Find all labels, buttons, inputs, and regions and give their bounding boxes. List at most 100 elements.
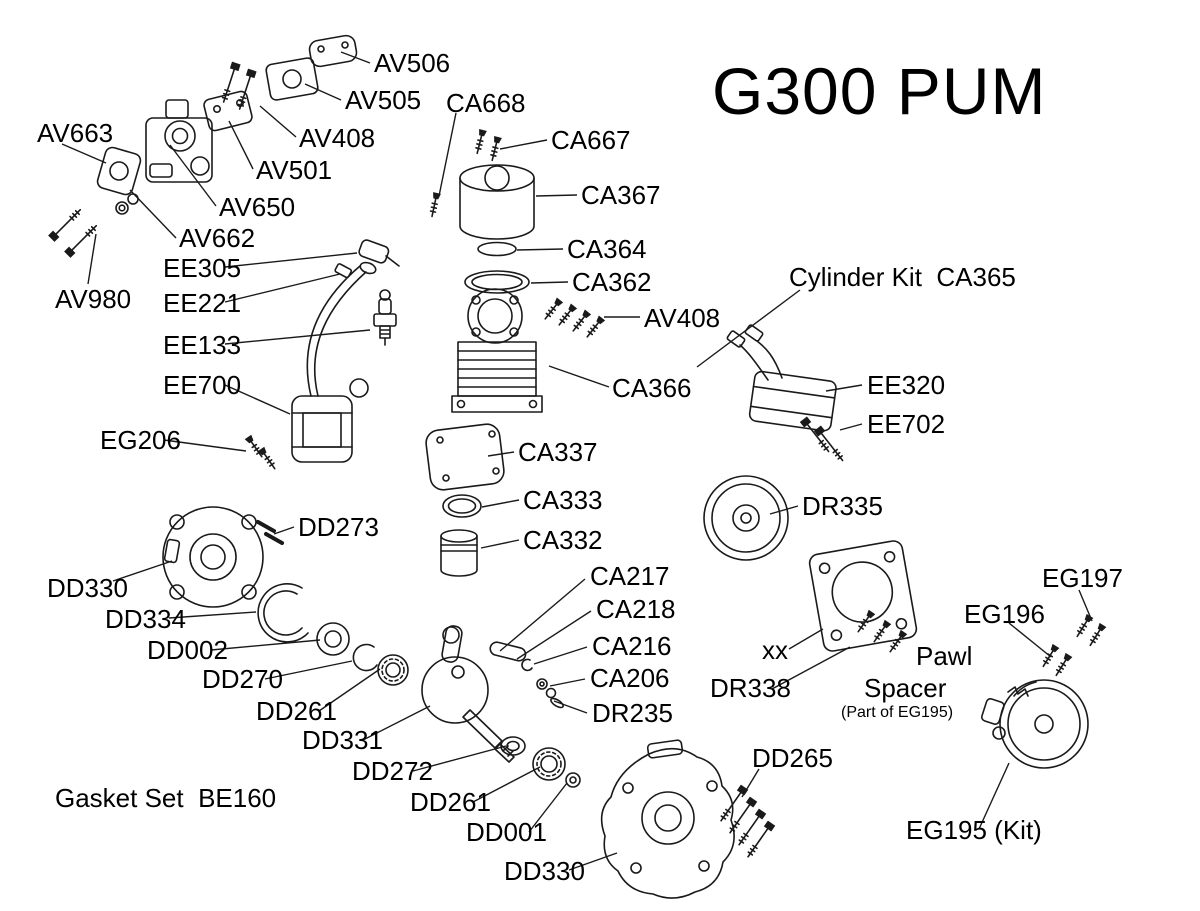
leader-line [318,668,381,712]
leader-line [530,281,569,284]
leader-line [87,233,97,285]
part-label-ca218: CA218 [596,594,676,624]
part-label-cylinder-kit-ca365: Cylinder Kit CA365 [789,262,1016,292]
part-label-eg196: EG196 [964,599,1045,629]
leader-line [228,120,254,170]
part-label-ca206: CA206 [590,663,670,693]
page-title: G300 PUM [712,54,1047,128]
cylinder-art [451,288,606,413]
leader-line [224,384,291,415]
leader-line [516,248,564,251]
part-label-av662: AV662 [179,223,256,253]
leader-line [472,766,541,803]
leader-line [769,505,799,515]
piston-art [440,529,478,577]
backplate-art [808,540,918,655]
part-label-dd272: DD272 [352,756,433,786]
air-filter-art [427,128,535,240]
part-label-ca667: CA667 [551,125,631,155]
part-label-av650: AV650 [219,192,296,222]
part-label-xx: xx [762,635,788,665]
part-label-dr335: DR335 [802,491,883,521]
part-label-part-of-eg195: (Part of EG195) [841,704,954,721]
leader-line [499,139,548,150]
part-label-ca333: CA333 [523,485,603,515]
part-label-dd273: DD273 [298,512,379,542]
part-label-av663: AV663 [37,118,114,148]
crankcase-left-art [162,506,264,608]
leader-line [533,646,588,665]
leader-line [112,560,173,582]
leader-line [210,639,321,651]
leader-line [499,578,586,652]
dowel-pins-art [256,520,284,545]
ignition-coil-left-art [243,265,369,472]
part-label-ee221: EE221 [163,288,242,318]
leader-line [741,768,760,798]
part-label-av506: AV506 [374,48,451,78]
part-label-av505: AV505 [345,85,422,115]
part-label-gasket-set-be160: Gasket Set BE160 [55,783,277,813]
leader-line [273,526,295,535]
leader-line [568,852,618,871]
pin-dd001-art [565,772,581,788]
leader-line [362,705,431,741]
crankcase-bottom-art [600,739,735,899]
washer-dd272-art [500,736,526,756]
starter-pawl-kit-art [980,679,1089,769]
part-label-ca216: CA216 [592,631,672,661]
leader-line [168,611,257,619]
part-label-ca217: CA217 [590,561,670,591]
part-label-dd002: DD002 [147,635,228,665]
part-label-spacer: Spacer [864,673,947,703]
leader-line [61,143,107,164]
part-label-dd334: DD334 [105,604,186,634]
leader-line [549,678,586,687]
leader-line [825,384,863,392]
leader-line [487,451,515,457]
leader-line [480,539,520,549]
piston-ring-art [442,494,482,518]
leader-line [340,51,371,64]
leader-line [224,329,371,345]
part-label-av408: AV408 [644,303,721,333]
leader-line [224,252,358,268]
leader-line [516,610,592,660]
leader-line [1008,622,1052,658]
leader-line [696,289,801,368]
ignition-coil-right-art [726,324,847,465]
part-label-ca337: CA337 [518,437,598,467]
part-label-av408: AV408 [299,123,376,153]
part-label-dr235: DR235 [592,698,673,728]
part-label-dr338: DR338 [710,673,791,703]
leader-line [481,499,520,508]
cylinder-gasket-art [425,423,505,491]
part-label-ee320: EE320 [867,370,946,400]
part-label-ca366: CA366 [612,373,692,403]
part-label-dd265: DD265 [752,743,833,773]
leader-line [259,105,297,138]
part-label-dd261: DD261 [256,696,337,726]
leader-line [771,646,851,690]
circlip-art [257,583,309,643]
leader-line [1078,589,1093,622]
part-label-ca332: CA332 [523,525,603,555]
leader-line [264,660,353,680]
snap-ring-art [352,643,378,672]
part-label-pawl: Pawl [916,641,973,671]
part-label-av501: AV501 [256,155,333,185]
piston-pin-parts-art [489,641,564,709]
part-label-ca362: CA362 [572,267,652,297]
part-label-eg197: EG197 [1042,563,1123,593]
part-label-ca364: CA364 [567,234,647,264]
part-label-ca367: CA367 [581,180,661,210]
part-label-ee702: EE702 [867,409,946,439]
part-label-av980: AV980 [55,284,132,314]
leader-line [129,189,177,239]
spark-plug-art [373,289,397,346]
part-label-eg195-kit: EG195 (Kit) [906,815,1042,845]
part-label-dd330: DD330 [504,856,585,886]
crankshaft-art [421,625,515,763]
